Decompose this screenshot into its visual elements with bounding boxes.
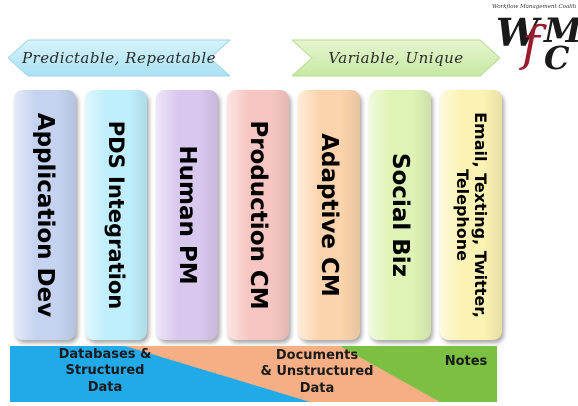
right-arrow: Variable, Unique <box>292 38 500 78</box>
column-label: Social Biz <box>387 152 413 278</box>
logo-letter-c: C <box>544 39 570 77</box>
band-notes-label: Notes <box>444 354 488 369</box>
column-production-cm: Production CM <box>227 90 289 340</box>
column-human-pm: Human PM <box>156 90 218 340</box>
left-arrow: Predictable, Repeatable <box>8 38 230 78</box>
column-label: Application Dev <box>32 112 58 318</box>
logo-caption: Workflow Management Coalition <box>492 4 576 10</box>
band-green <box>340 346 497 402</box>
column-label: Human PM <box>174 145 200 285</box>
column-label: Adaptive CM <box>316 133 342 297</box>
band-documents-label: Documents & Unstructured Data <box>260 348 374 396</box>
column-label: Production CM <box>245 120 271 310</box>
column-adaptive-cm: Adaptive CM <box>298 90 360 340</box>
column-label: Email, Texting, Twitter, Telephone <box>453 112 491 318</box>
column-pds-integration: PDS Integration <box>85 90 147 340</box>
right-arrow-label: Variable, Unique <box>328 49 464 67</box>
column-label: PDS Integration <box>104 120 128 310</box>
logo-letter-f: f <box>522 16 540 72</box>
left-arrow-label: Predictable, Repeatable <box>21 49 217 67</box>
column-communications: Email, Texting, Twitter, Telephone <box>440 90 502 340</box>
logo-letter-m: M <box>544 11 578 51</box>
logo-letter-w: W <box>496 10 539 55</box>
band-blue <box>10 346 310 402</box>
data-type-band: Databases & Structured Data Documents & … <box>10 346 497 402</box>
band-databases-label: Databases & Structured Data <box>58 347 152 395</box>
column-application-dev: Application Dev <box>14 90 76 340</box>
wfmc-logo: Workflow Management Coalition W f M C <box>492 4 578 78</box>
column-social-biz: Social Biz <box>369 90 431 340</box>
